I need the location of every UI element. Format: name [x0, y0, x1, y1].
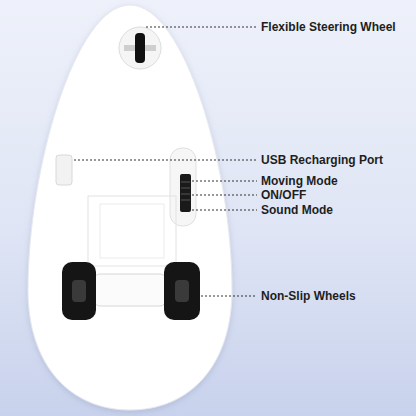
right-tire	[164, 262, 200, 320]
leader-line	[192, 210, 257, 211]
battery-frame	[88, 196, 176, 266]
leader-line	[192, 195, 257, 196]
mode-switch	[180, 174, 191, 212]
leader-line	[192, 181, 257, 182]
switch-ridge	[181, 188, 190, 189]
toy-body	[28, 5, 232, 410]
part-label: Sound Mode	[261, 202, 333, 218]
left-tire	[62, 262, 96, 320]
switch-ridge	[181, 182, 190, 183]
left-hub	[72, 280, 86, 302]
part-label: Flexible Steering Wheel	[261, 19, 396, 35]
leader-lines	[74, 27, 257, 296]
roller	[94, 274, 166, 306]
steering-wheel	[119, 27, 161, 69]
frame-outline	[88, 196, 176, 266]
part-label: USB Recharging Port	[261, 152, 383, 168]
part-label: Moving Mode	[261, 173, 338, 189]
part-label: Non-Slip Wheels	[261, 288, 356, 304]
part-label: ON/OFF	[261, 187, 306, 203]
leader-line	[201, 296, 257, 297]
switch-ridge	[181, 200, 190, 201]
leader-line	[74, 160, 257, 161]
usb-cover	[56, 155, 72, 185]
steering-tire	[135, 33, 145, 63]
leader-line	[146, 27, 257, 28]
switch-ridge	[181, 194, 190, 195]
frame-inner	[100, 204, 164, 258]
right-hub	[175, 280, 189, 302]
wheel-housing	[119, 27, 161, 69]
rear-wheels	[62, 262, 200, 320]
